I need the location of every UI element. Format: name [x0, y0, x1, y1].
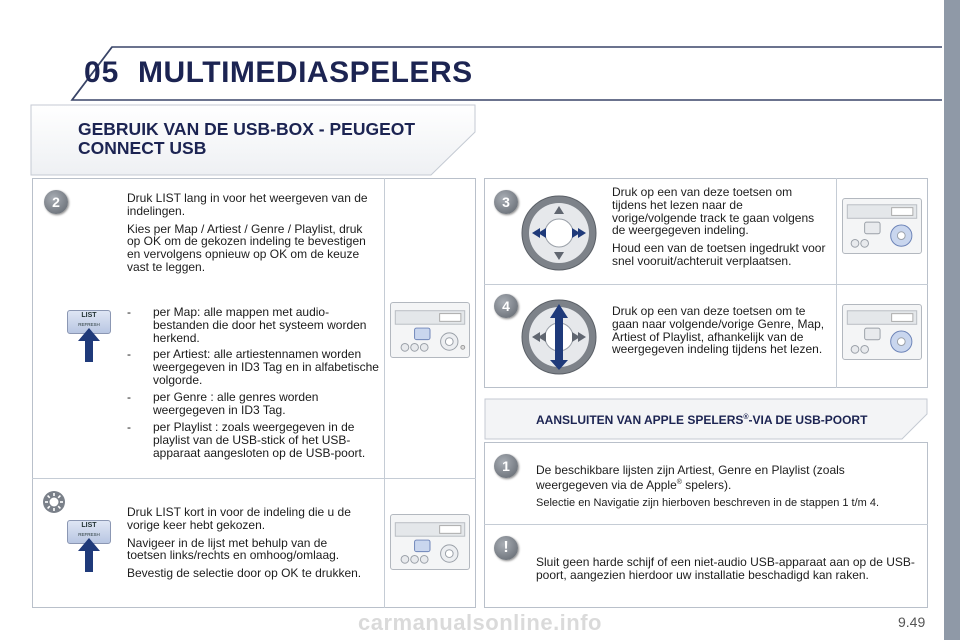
- list-button-label: LIST: [81, 312, 97, 319]
- step-3-para-1: Druk op een van deze toetsen om tijdens …: [612, 185, 815, 238]
- apple-text: De beschikbare lijsten zijn Artiest, Gen…: [536, 464, 916, 514]
- step-4-para-1: Druk op een van deze toetsen om te gaan …: [612, 304, 825, 357]
- tip-lightbulb-icon: [43, 491, 65, 513]
- radio-panel-image: [842, 198, 922, 254]
- press-arrow-icon: [78, 538, 100, 572]
- radio-panel-image: [390, 302, 470, 358]
- step-2-badge: 2: [44, 190, 68, 214]
- row-divider: [484, 524, 928, 525]
- tip-text: Druk LIST kort in voor de indeling die u…: [127, 506, 367, 585]
- step-4-text: Druk op een van deze toetsen om te gaan …: [612, 305, 828, 361]
- warning-text: Sluit geen harde schijf of een niet-audi…: [536, 555, 915, 582]
- direction-pad-left-right-highlight-icon: [521, 195, 597, 271]
- apple-info-box: [484, 442, 928, 608]
- step-2-para-1: Druk LIST lang in voor het weergeven van…: [127, 191, 368, 218]
- chapter-header-frame: [70, 46, 942, 101]
- chapter-title: MULTIMEDIASPELERS: [138, 56, 473, 89]
- apple-para-2: Selectie en Navigatie zijn hierboven bes…: [536, 496, 880, 509]
- warning-icon: !: [494, 536, 518, 560]
- chapter-number: 05: [84, 56, 120, 89]
- row-divider: [32, 478, 476, 479]
- refresh-label: REFRESH: [78, 532, 100, 537]
- section-title: GEBRUIK VAN DE USB-BOX - PEUGEOT CONNECT…: [78, 119, 416, 158]
- step-3-text: Druk op een van deze toetsen om tijdens …: [612, 186, 828, 273]
- apple-para-1: De beschikbare lijsten zijn Artiest, Gen…: [536, 463, 845, 492]
- radio-panel-image: [842, 304, 922, 360]
- row-divider: [484, 284, 928, 285]
- apple-section-title: AANSLUITEN VAN APPLE SPELERS®-VIA DE USB…: [536, 413, 868, 427]
- direction-pad-up-down-highlight-icon: [521, 299, 597, 375]
- step-2-text: Druk LIST lang in voor het weergeven van…: [127, 192, 372, 279]
- press-arrow-icon: [78, 328, 100, 362]
- apple-section-title-panel: [484, 398, 928, 440]
- section-title-panel: [30, 104, 476, 176]
- radio-panel-image: [390, 514, 470, 570]
- column-divider: [384, 178, 385, 608]
- list-button-label: LIST: [81, 522, 97, 529]
- page-number: 9.49: [898, 614, 926, 630]
- step-1-badge: 1: [494, 454, 518, 478]
- tip-para-1: Druk LIST kort in voor de indeling die u…: [127, 505, 351, 532]
- step-3-badge: 3: [494, 190, 518, 214]
- refresh-label: REFRESH: [78, 322, 100, 327]
- tip-para-2: Navigeer in de lijst met behulp van de t…: [127, 535, 340, 563]
- step-2-para-2: Kies per Map / Artiest / Genre / Playlis…: [127, 221, 366, 274]
- tip-para-3: Bevestig de selectie door op OK te drukk…: [127, 566, 362, 581]
- step-3-para-2: Houd een van de toetsen ingedrukt voor s…: [612, 241, 826, 268]
- watermark: carmanualsonline.info: [358, 610, 602, 635]
- step-4-badge: 4: [494, 294, 518, 318]
- page-edge-tab: [944, 0, 960, 640]
- column-divider: [836, 178, 837, 388]
